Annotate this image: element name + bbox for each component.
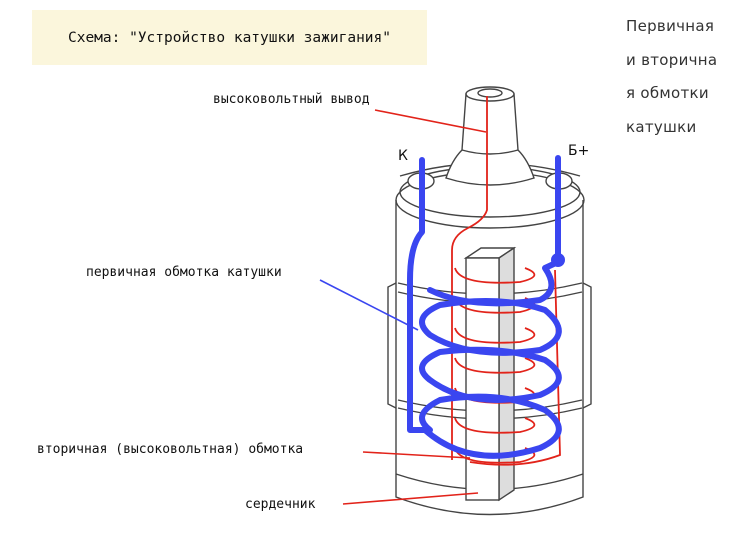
terminal-k-label: К	[398, 148, 408, 164]
terminal-b-plus-label: Б+	[568, 143, 589, 159]
leader-secondary	[362, 451, 471, 459]
side-caption-line: Первичная	[626, 17, 715, 35]
leader-lines	[342, 109, 487, 505]
label-secondary-winding: вторичная (высоковольтная) обмотка	[37, 442, 303, 457]
primary-winding	[407, 155, 562, 459]
side-caption-line: я обмотки	[626, 84, 709, 102]
leader-hv-output	[374, 109, 487, 133]
label-core: сердечник	[245, 497, 316, 512]
label-primary-winding: первичная обмотка катушки	[86, 265, 282, 280]
side-caption-line: катушки	[626, 117, 697, 136]
label-hv-output: высоковольтный вывод	[213, 92, 370, 107]
side-caption-line: и вторична	[626, 50, 718, 69]
diagram-title: Схема: "Устройство катушки зажигания"	[32, 10, 427, 65]
side-caption: Первичная и вторична я обмотки катушки	[626, 10, 736, 144]
leader-primary	[319, 279, 419, 331]
leader-core	[342, 492, 479, 505]
hv-tower	[445, 86, 535, 186]
primary-junction	[551, 253, 565, 267]
